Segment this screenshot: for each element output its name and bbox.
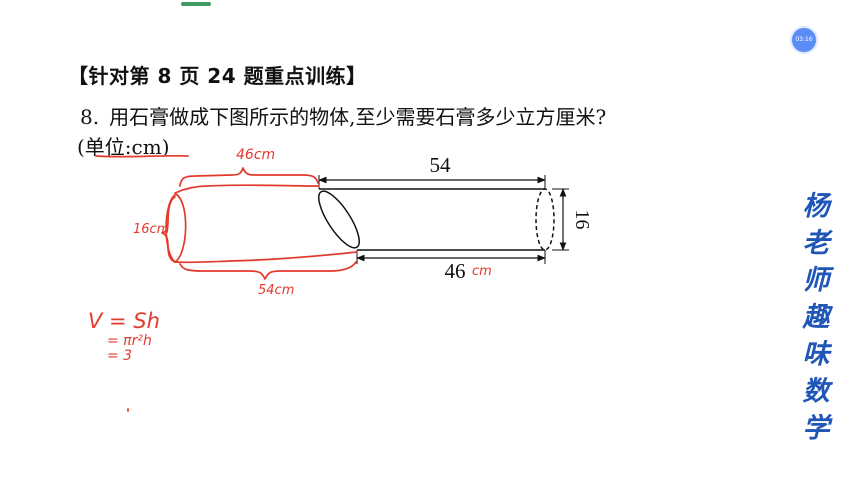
side-title-char: 数 <box>802 376 830 407</box>
problem-unit: (单位:cm) <box>77 135 170 159</box>
problem-statement: 8. 用石膏做成下图所示的物体,至少需要石膏多少立方厘米? <box>80 101 606 130</box>
top-drag-handle[interactable] <box>181 2 211 6</box>
side-title-char: 师 <box>802 265 830 296</box>
side-title-char: 老 <box>802 228 830 259</box>
handwritten-height: 16cm <box>133 222 169 237</box>
diameter-label: 16 <box>571 210 593 230</box>
problem-heading: 【针对第 8 页 24 题重点训练】 <box>68 64 367 88</box>
slanted-cut-face <box>318 190 360 249</box>
problem-number: 8. <box>80 105 100 129</box>
right-end-face <box>535 188 555 251</box>
top-length-label: 54 <box>430 153 452 177</box>
handwritten-bottom-length: 54cm <box>258 283 294 298</box>
sketch-cylinder-bottom <box>174 251 358 264</box>
formula-line-2: = πr²h <box>107 333 152 349</box>
side-title-vertical: 杨 老 师 趣 味 数 学 <box>796 188 836 447</box>
formula-line-1: V = Sh <box>88 309 160 333</box>
side-title-char: 学 <box>802 413 830 444</box>
handwritten-top-length: 46cm <box>236 147 275 163</box>
bottom-length-label: 46 <box>445 259 466 283</box>
side-title-char: 杨 <box>802 191 830 222</box>
formula-line-3: = 3 <box>107 348 132 364</box>
side-title-char: 味 <box>802 339 830 370</box>
sketch-cylinder-top <box>174 184 320 194</box>
unit-underline <box>95 154 189 158</box>
timer-badge[interactable]: 03:16 <box>792 28 816 52</box>
sketch-top-brace <box>179 167 319 187</box>
sketch-bottom-brace <box>179 261 357 280</box>
sketch-height-brace <box>161 196 176 263</box>
side-title-char: 趣 <box>802 302 830 333</box>
handwritten-bottom-suffix: cm <box>472 264 492 279</box>
problem-text: 用石膏做成下图所示的物体,至少需要石膏多少立方厘米? <box>109 105 607 129</box>
